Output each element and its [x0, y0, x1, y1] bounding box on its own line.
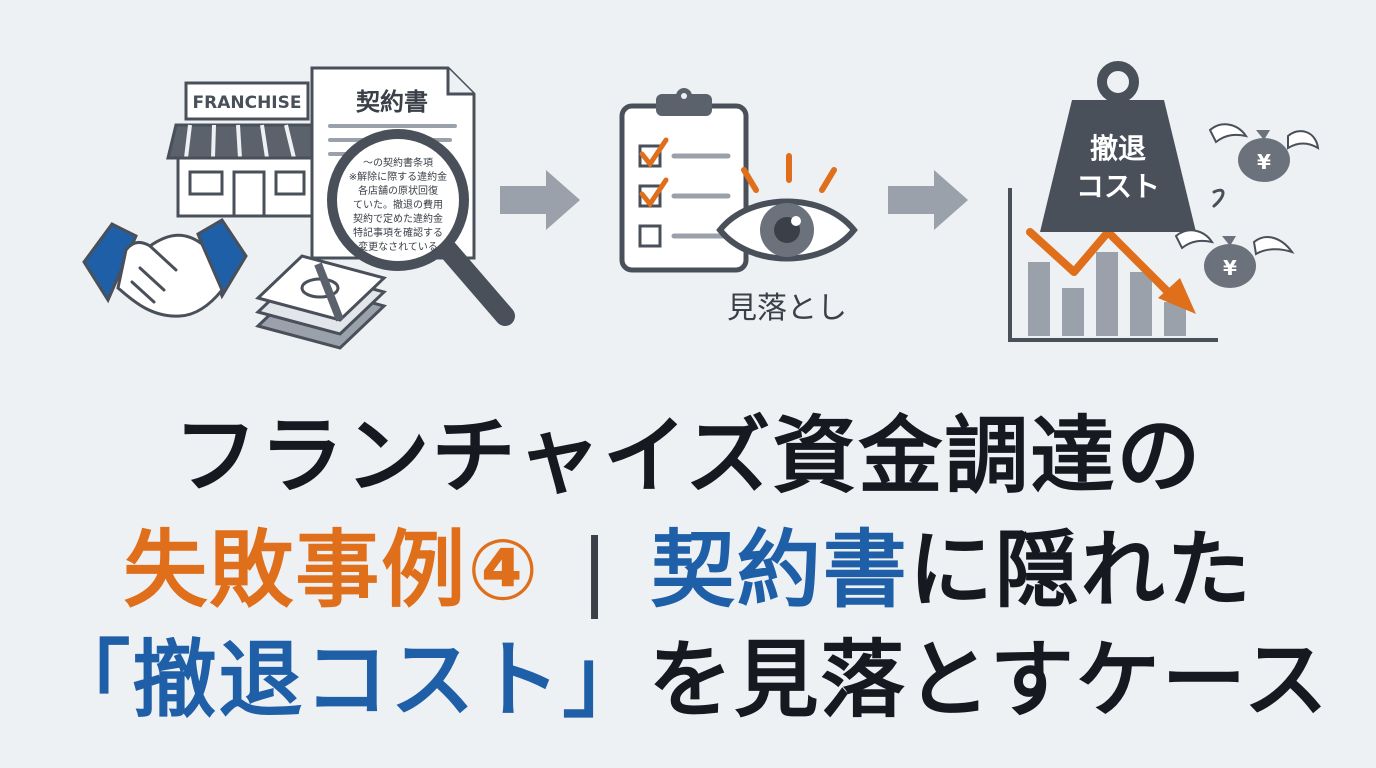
fine-print-line: ていた。撤退の費用 — [353, 198, 443, 211]
headline-line-1: フランチャイズ資金調達の — [0, 408, 1376, 504]
weight-icon: 撤退 コスト — [1040, 61, 1196, 232]
exit-cost-keyword: 「撤退コスト」 — [46, 631, 649, 729]
cash-stack-icon — [255, 254, 387, 350]
headline-text: を見落とすケース — [648, 631, 1330, 729]
yen-symbol: ¥ — [1257, 150, 1271, 174]
headline-line-3: 「撤退コスト」を見落とすケース — [0, 632, 1376, 728]
fine-print-line: 契約で定めた違約金 — [353, 212, 443, 225]
contract-keyword: 契約書 — [650, 521, 909, 619]
arrow-right-icon — [888, 170, 968, 230]
declining-chart-icon — [1008, 188, 1218, 342]
headline-text: フランチャイズ資金調達の — [173, 407, 1203, 505]
fine-print-line: ※解除に際する違約金 — [349, 170, 447, 183]
yen-symbol: ¥ — [1223, 256, 1237, 280]
contract-title: 契約書 — [356, 88, 428, 116]
illustration-scene: FRANCHISE 契約書 〜の契約書条項 ※解除に際する違約金 各店舗の原状回… — [82, 61, 1320, 350]
eye-icon — [716, 153, 858, 262]
handshake-icon — [82, 217, 248, 318]
fine-print-line: 各店舗の原状回復 — [358, 184, 438, 197]
motion-trail-icon — [1212, 188, 1225, 208]
headline-separator: | — [580, 521, 611, 619]
fine-print-line: 変更なされている — [358, 240, 438, 253]
weight-label-line2: コスト — [1076, 170, 1160, 203]
fine-print-line: 〜の契約書条項 — [363, 156, 433, 169]
flying-money-bag-icon: ¥ — [1208, 123, 1320, 182]
storefront-icon: FRANCHISE — [166, 81, 328, 218]
storefront-sign: FRANCHISE — [193, 93, 302, 113]
failure-case-label: 失敗事例④ — [123, 521, 541, 619]
clipboard-checklist-icon — [619, 88, 749, 273]
magnifier-icon: 〜の契約書条項 ※解除に際する違約金 各店舗の原状回復 ていた。撤退の費用 契約… — [327, 129, 515, 326]
flying-money-bag-icon: ¥ — [1174, 229, 1295, 288]
oversight-label: 見落とし — [727, 291, 847, 326]
arrow-right-icon — [500, 170, 580, 230]
headline-line-2: 失敗事例④ | 契約書に隠れた — [0, 522, 1376, 618]
weight-label-line1: 撤退 — [1090, 132, 1146, 165]
headline-text: に隠れた — [908, 521, 1253, 619]
fine-print-line: 特記事項を確認する — [353, 226, 443, 239]
